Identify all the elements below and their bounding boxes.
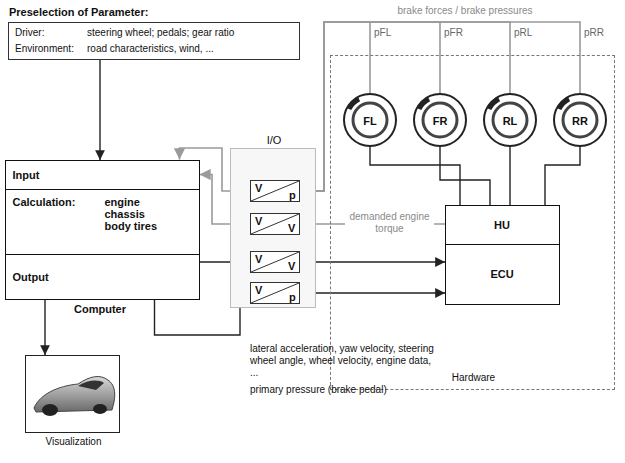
input-section: Input (5, 160, 200, 190)
converter-box: VV (250, 251, 300, 273)
label-text: steering wheel; pedals; gear ratio (87, 27, 297, 39)
label-text: RL (485, 115, 535, 127)
label-text: Output (13, 271, 163, 283)
label-text: RR (555, 115, 605, 127)
label-text: road characteristics, wind, ... (87, 43, 297, 55)
label-text: engine chassis body tires (105, 196, 165, 232)
converter-box: Vp (250, 282, 300, 304)
car-picture (34, 377, 115, 416)
calculation-section: Calculation:engine chassis body tires (5, 190, 200, 255)
connector (440, 147, 490, 205)
brake-disc: RL (483, 93, 537, 147)
label-text: V (288, 260, 300, 272)
connector (370, 147, 460, 205)
label-text: p (289, 189, 299, 201)
label-text: V (255, 182, 267, 194)
ecu-box: ECU (445, 245, 560, 305)
label-text: FR (415, 115, 465, 127)
brake-disc: FL (343, 93, 397, 147)
connector (545, 147, 580, 205)
label-text: Hardware (331, 372, 616, 384)
io-box: I/OVpVVVVVp (230, 148, 316, 308)
output-section: Output (5, 255, 200, 300)
label-text: Environment: (15, 43, 85, 55)
pressure-label: pFL (374, 27, 398, 39)
label-text: FL (345, 115, 395, 127)
label-text: V (288, 222, 300, 234)
parameter-box: Preselection of Parameter:Driver:steerin… (8, 22, 300, 60)
signal-note: lateral acceleration, yaw velocity, stee… (250, 343, 440, 379)
connector (300, 261, 445, 262)
edge-label: demanded engine torque (345, 211, 434, 235)
label-text: p (289, 291, 299, 303)
label-text: Visualization (26, 436, 121, 448)
pressure-label: pFR (444, 27, 468, 39)
label-text: Computer (74, 303, 174, 315)
computer-box: ComputerInputCalculation:engine chassis … (5, 160, 200, 300)
label-text: V (255, 284, 267, 296)
pressure-label: pRL (514, 27, 538, 39)
visualization-box: Visualization (25, 355, 120, 433)
connector (300, 292, 445, 293)
label-text: ECU (446, 268, 558, 280)
connector (509, 147, 510, 205)
label-text: HU (446, 219, 558, 231)
label-text: I/O (231, 134, 317, 146)
brake-disc: FR (413, 93, 467, 147)
hydraulic-unit-box: HU (445, 205, 560, 245)
label-text: Driver: (15, 27, 85, 39)
signal-note: brake forces / brake pressures (380, 5, 550, 17)
label-text: V (255, 215, 267, 227)
signal-note: primary pressure (brake pedal) (250, 384, 440, 396)
converter-box: VV (250, 213, 300, 235)
connector (99, 60, 100, 160)
label-text: Preselection of Parameter: (9, 6, 289, 18)
label-text: Input (13, 169, 163, 181)
label-text: Calculation: (13, 196, 103, 208)
pressure-label: pRR (584, 27, 608, 39)
converter-box: Vp (250, 180, 300, 202)
brake-disc: RR (553, 93, 607, 147)
label-text: V (255, 253, 267, 265)
connector (44, 300, 45, 355)
